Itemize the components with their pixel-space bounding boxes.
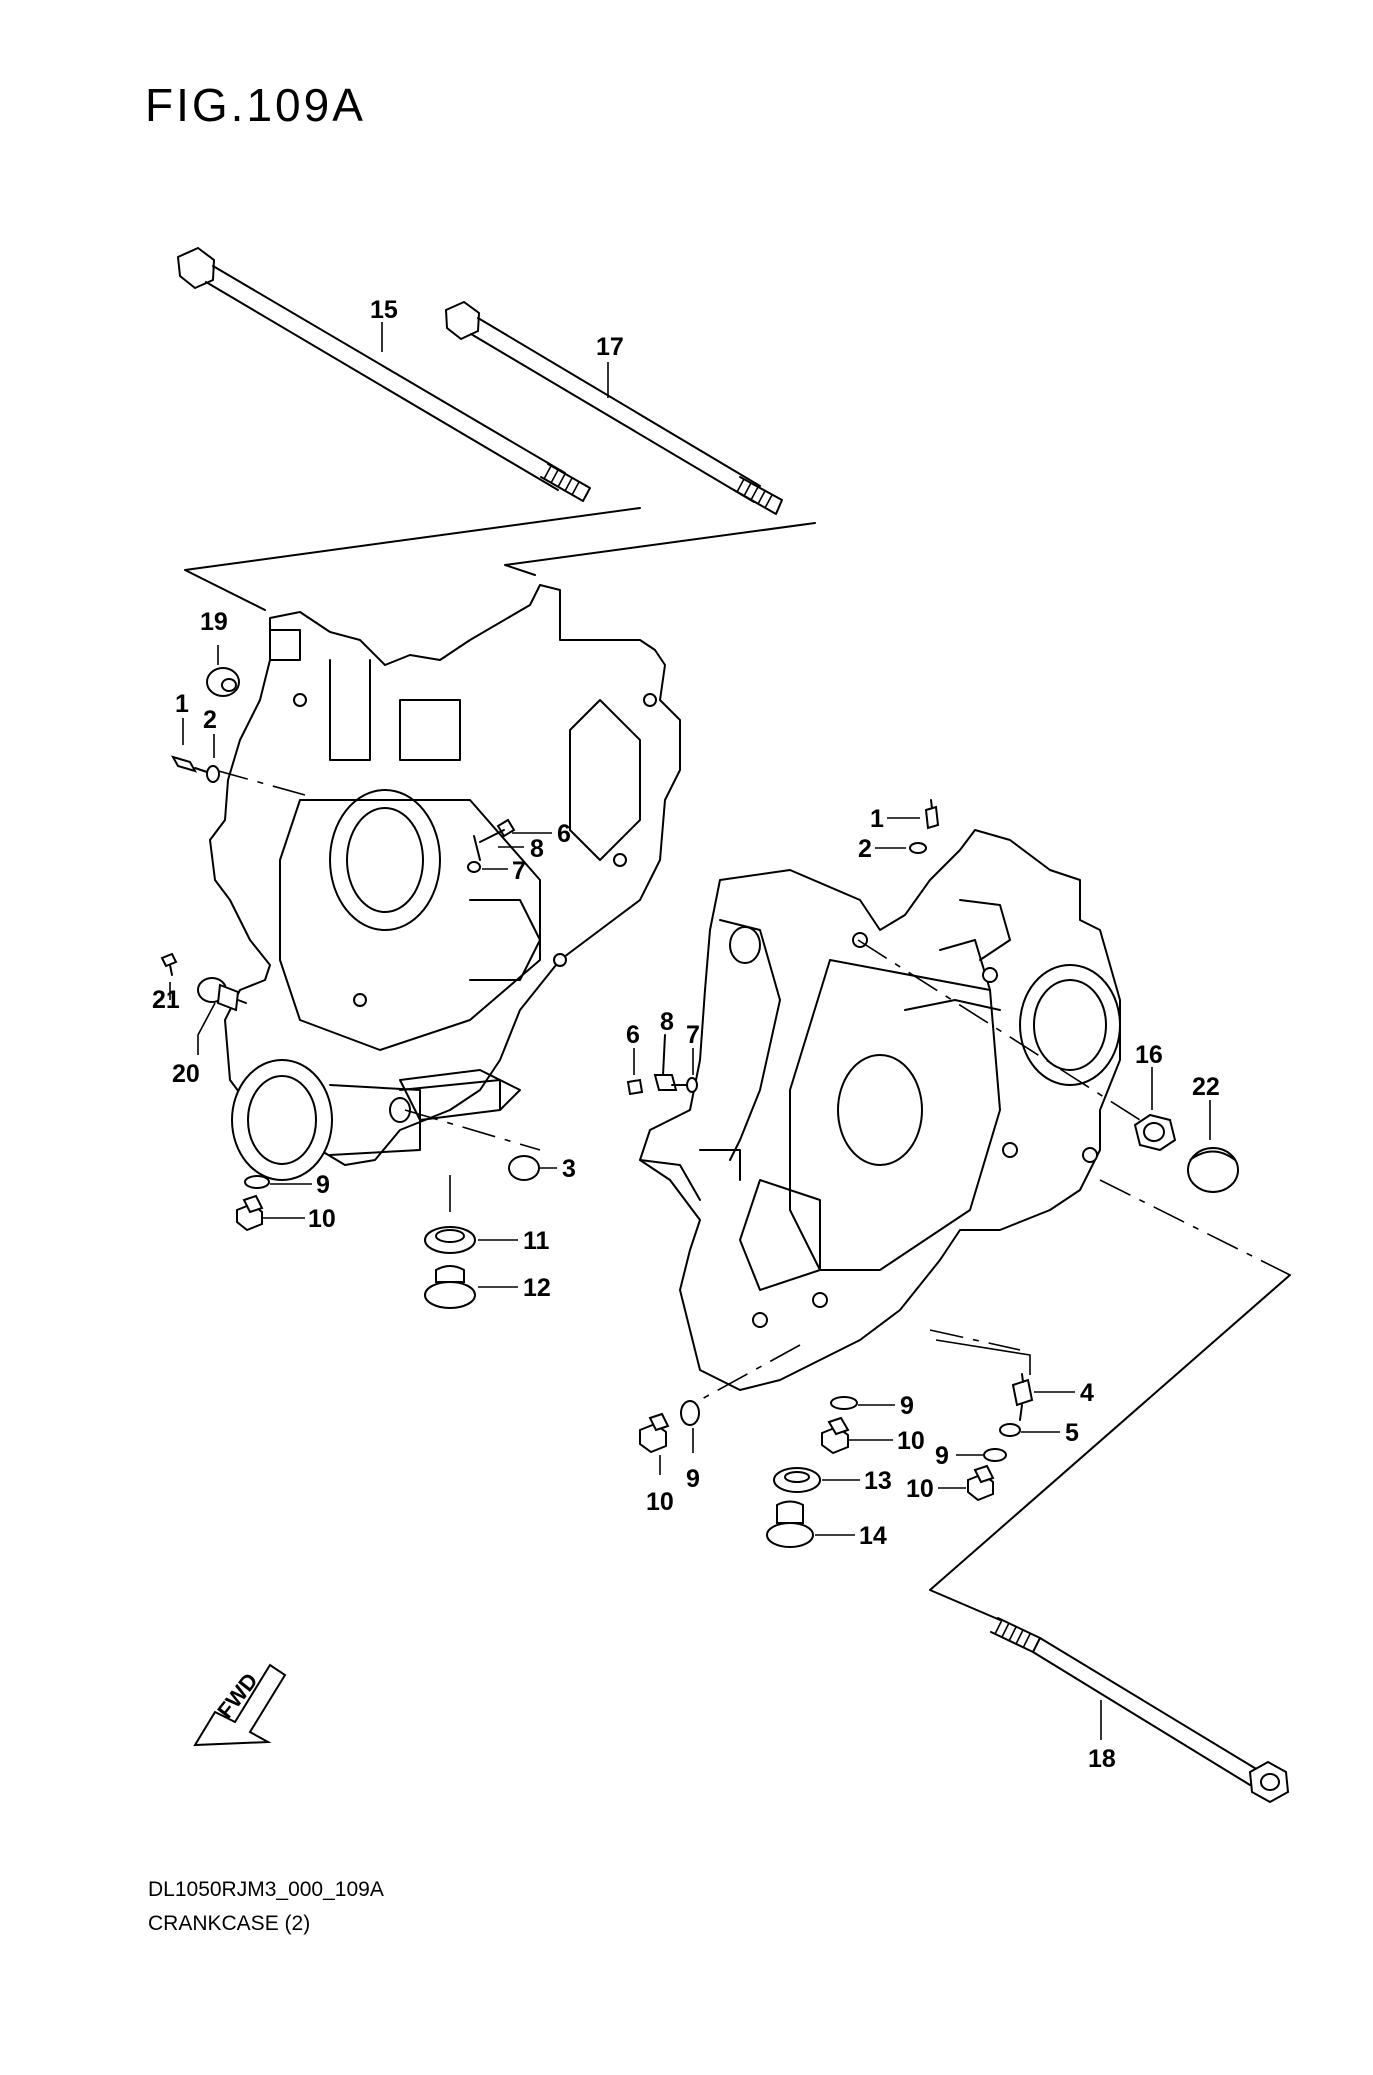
callout-21: 21	[152, 986, 180, 1014]
centerline-right-bottom	[929, 1329, 1021, 1351]
part-11-washer[interactable]	[424, 1226, 476, 1254]
part-7-right-oring[interactable]	[686, 1077, 698, 1093]
part-14-plug[interactable]	[766, 1500, 814, 1548]
figure-name: CRANKCASE (2)	[148, 1912, 311, 1935]
callout-1-left: 1	[175, 690, 189, 718]
callout-1-right: 1	[870, 805, 884, 833]
callout-2-left: 2	[203, 706, 217, 734]
part-13-washer[interactable]	[773, 1467, 821, 1493]
figure-title: FIG.109A	[145, 79, 366, 131]
leader-20	[197, 1002, 216, 1055]
callout-4: 4	[1080, 1379, 1094, 1407]
bolt-17[interactable]	[444, 300, 783, 515]
part-9-bottom-washer[interactable]	[680, 1400, 700, 1426]
callout-22: 22	[1192, 1073, 1220, 1101]
centerline-left-upper	[214, 769, 306, 796]
part-6-right-bolt[interactable]	[626, 1048, 644, 1096]
centerline-right-upper	[857, 939, 1141, 1121]
centerline-plug-left	[699, 1344, 801, 1401]
part-9-right-lower-washer[interactable]	[983, 1448, 1007, 1462]
centerline-left-lower	[404, 1109, 541, 1151]
callout-9-right-lower: 9	[935, 1442, 949, 1470]
part-7-left-oring[interactable]	[467, 861, 481, 873]
part-10-left-bolt[interactable]	[236, 1194, 264, 1232]
part-22-cap[interactable]	[1187, 1147, 1239, 1193]
callout-12: 12	[523, 1274, 551, 1302]
part-9-right-washer[interactable]	[830, 1396, 858, 1410]
callout-2-right: 2	[858, 835, 872, 863]
part-10-right-lower-bolt[interactable]	[967, 1464, 995, 1502]
callout-9-left: 9	[316, 1171, 330, 1199]
part-20-plug[interactable]	[197, 977, 247, 1012]
part-4-jet[interactable]	[1011, 1373, 1034, 1421]
callout-10-bottom: 10	[646, 1488, 674, 1516]
part-16-nut[interactable]	[1133, 1113, 1177, 1152]
part-10-right-bolt[interactable]	[821, 1416, 850, 1455]
callout-9-right: 9	[900, 1392, 914, 1420]
right-crankcase[interactable]	[639, 829, 1121, 1391]
callout-13: 13	[864, 1467, 892, 1495]
part-2-right-oring[interactable]	[909, 842, 927, 854]
part-9-left-washer[interactable]	[244, 1175, 270, 1189]
callout-10-left: 10	[308, 1205, 336, 1233]
part-5-oring[interactable]	[999, 1423, 1021, 1437]
part-21-bolt[interactable]	[160, 952, 178, 976]
left-crankcase[interactable]	[209, 584, 681, 1181]
callout-19: 19	[200, 608, 228, 636]
part-10-bottom-bolt[interactable]	[639, 1412, 670, 1454]
callout-7-right: 7	[686, 1021, 700, 1049]
part-19-nut[interactable]	[206, 645, 240, 697]
part-8-right-jet[interactable]	[653, 1034, 691, 1091]
callout-8-right: 8	[660, 1008, 674, 1036]
callout-6-right: 6	[626, 1021, 640, 1049]
callout-10-right-lower: 10	[906, 1475, 934, 1503]
callout-3: 3	[562, 1155, 576, 1183]
callout-16: 16	[1135, 1041, 1163, 1069]
callout-15: 15	[370, 296, 398, 324]
callout-8-left: 8	[530, 835, 544, 863]
callout-10-right: 10	[897, 1427, 925, 1455]
leader-4-guide	[935, 1339, 1031, 1375]
part-3-oring[interactable]	[508, 1155, 540, 1181]
part-1-left-jet[interactable]	[170, 718, 208, 773]
callout-9-bottom: 9	[686, 1465, 700, 1493]
callout-18: 18	[1088, 1745, 1116, 1773]
callout-11: 11	[523, 1227, 550, 1255]
bolt-18[interactable]	[990, 1617, 1290, 1804]
centerline-right-lower	[1099, 1179, 1291, 1276]
guide-line-bolts	[184, 507, 816, 611]
callout-5: 5	[1065, 1419, 1079, 1447]
bolt-15[interactable]	[176, 246, 591, 502]
callout-7-left: 7	[512, 857, 526, 885]
callout-17: 17	[596, 333, 624, 361]
callout-6-left: 6	[557, 820, 571, 848]
guide-line-bolt-18	[929, 1274, 1291, 1621]
callout-20: 20	[172, 1060, 200, 1088]
part-2-left-oring[interactable]	[206, 734, 220, 783]
part-1-right-jet[interactable]	[924, 799, 940, 830]
part-8-left-jet[interactable]	[473, 818, 516, 861]
callout-14: 14	[859, 1522, 887, 1550]
part-12-plug[interactable]	[424, 1265, 476, 1309]
fwd-arrow-icon: FWD	[193, 1663, 287, 1747]
figure-code: DL1050RJM3_000_109A	[148, 1878, 384, 1901]
